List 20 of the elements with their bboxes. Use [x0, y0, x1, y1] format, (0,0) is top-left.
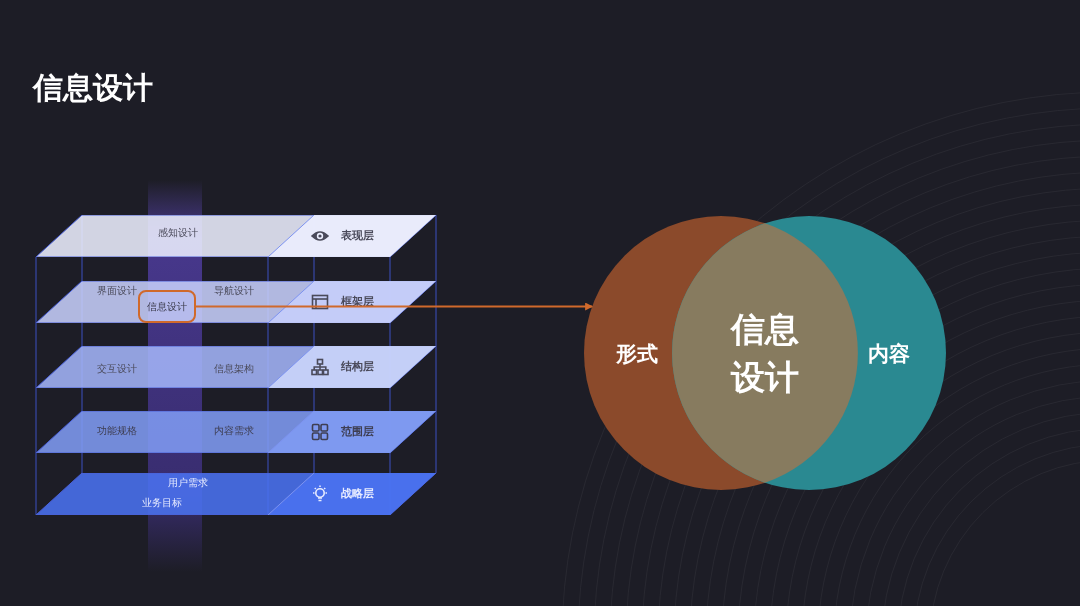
element-label: 导航设计 — [214, 285, 254, 297]
element-label: 用户需求 — [168, 477, 208, 489]
layer-name: 战略层 — [340, 488, 374, 500]
layer-name: 框架层 — [340, 296, 374, 308]
element-label: 内容需求 — [214, 425, 254, 437]
circle-label: 内容 — [868, 341, 910, 367]
element-label: 业务目标 — [142, 497, 182, 509]
overlap-label: 信息设计 — [729, 308, 800, 399]
layer-name: 表现层 — [340, 230, 374, 242]
title: 信息设计 — [33, 70, 153, 106]
layer-name: 结构层 — [340, 361, 374, 373]
element-label: 信息架构 — [214, 363, 254, 375]
arrow — [195, 302, 594, 311]
element-label: 感知设计 — [158, 227, 198, 239]
circle-label: 形式 — [616, 341, 658, 367]
highlight-box: 信息设计 — [138, 290, 196, 323]
element-label: 功能规格 — [97, 425, 137, 437]
element-label: 交互设计 — [97, 363, 137, 375]
layer-name: 范围层 — [340, 426, 374, 438]
element-label: 界面设计 — [97, 285, 137, 297]
